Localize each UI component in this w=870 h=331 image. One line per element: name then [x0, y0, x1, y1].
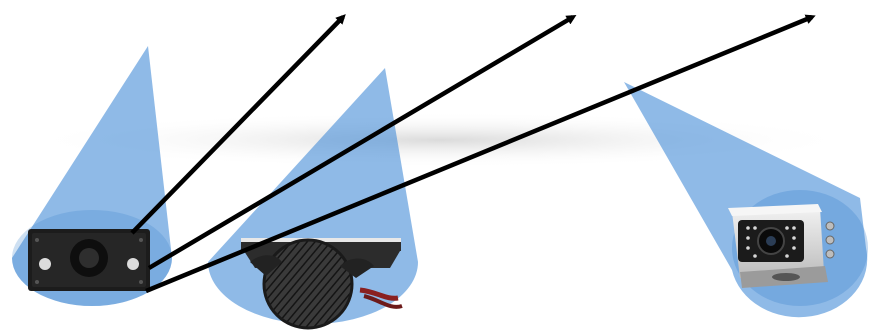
camera-icon — [728, 204, 835, 288]
arrow-1 — [130, 14, 346, 235]
arrow-3 — [145, 14, 816, 294]
arrow-2 — [147, 14, 577, 270]
speaker-icon — [241, 238, 403, 330]
sensor-module-icon — [28, 229, 150, 291]
arrows — [130, 14, 816, 294]
